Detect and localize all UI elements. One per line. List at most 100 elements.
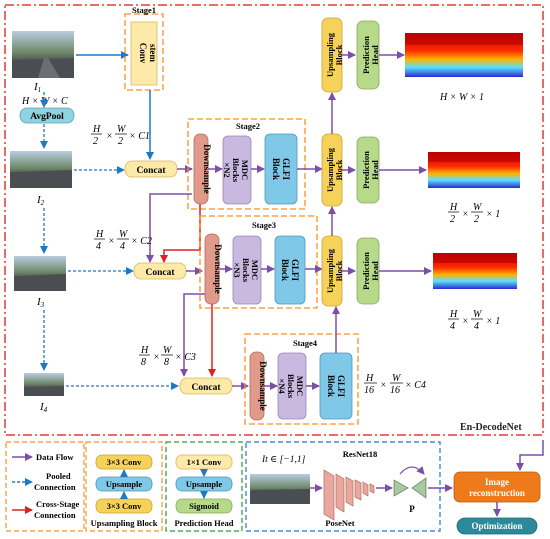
svg-text:× 1: × 1: [486, 316, 500, 327]
pose-rotation-arrow: [399, 466, 425, 475]
svg-text:W: W: [163, 345, 173, 356]
concat-stage4-label: Concat: [191, 383, 221, 393]
upsampling-block-2-label: Upsampling Block: [325, 147, 344, 192]
en-decodenet-label: En-DecodeNet: [460, 422, 522, 433]
svg-text:Head: Head: [370, 261, 380, 281]
stage3-frame: [199, 215, 318, 309]
avgpool-label: AvgPool: [30, 112, 64, 122]
label-i4: I4: [39, 401, 48, 414]
dim-quarter-c2: H 4 × W 4 × C2: [94, 229, 152, 252]
svg-text:×: ×: [462, 316, 469, 327]
svg-text:Blocks: Blocks: [241, 258, 251, 283]
svg-text:Head: Head: [370, 160, 380, 180]
conv-stem-block: [130, 21, 158, 86]
flow-depth-recon: [516, 440, 544, 471]
conv-label: Conv: [138, 43, 148, 64]
svg-text:×: ×: [380, 380, 387, 391]
svg-text:H: H: [365, 373, 374, 384]
svg-text:×: ×: [462, 209, 469, 220]
posenet-resnet: ResNet18: [343, 449, 377, 459]
head-detail-sigmoid-label: Sigmoid: [189, 501, 219, 511]
svg-text:Block: Block: [334, 159, 344, 180]
legend-data-flow: Data Flow: [36, 452, 74, 462]
svg-text:Block: Block: [326, 375, 336, 397]
mdc-stage3: [232, 235, 262, 305]
mdc-stage4-label: MDC Blocks ×N4: [277, 374, 305, 399]
svg-text:Prediction: Prediction: [361, 36, 371, 74]
svg-text:16: 16: [364, 385, 374, 396]
stage2-frame: [187, 118, 306, 210]
optimization-label: Optimization: [472, 521, 523, 531]
avgpool-block: [19, 107, 75, 124]
svg-text:Blocks: Blocks: [286, 374, 296, 399]
svg-text:W: W: [473, 309, 483, 320]
stage4-frame: [244, 333, 359, 425]
stage3-title: Stage3: [252, 220, 276, 230]
legend-pooled-1: Pooled: [46, 471, 71, 481]
svg-text:×: ×: [106, 131, 113, 142]
flow-stage3-concat4: [180, 293, 205, 377]
mdc-stage2: [222, 135, 252, 205]
svg-text:× C2: × C2: [131, 236, 152, 247]
svg-text:Block: Block: [334, 44, 344, 65]
svg-text:MDC: MDC: [240, 160, 250, 180]
svg-text:2: 2: [118, 136, 123, 147]
cross-stage-to-concat3: [160, 204, 201, 263]
mdc-stage3-label: MDC Blocks ×N3: [232, 258, 260, 283]
svg-text:2: 2: [93, 136, 98, 147]
legend-cross-2: Connection: [34, 510, 76, 520]
depth-output-1: [405, 33, 523, 77]
upsampling-block-1-label: Upsampling Block: [325, 32, 344, 77]
svg-text:16: 16: [390, 385, 400, 396]
depth-output-2: [428, 152, 520, 188]
downsample-stage2-label: Downsample: [202, 144, 212, 194]
svg-text:Block: Block: [271, 158, 281, 180]
dim-sixteenth-c4: H 16 × W 16 × C4: [364, 373, 426, 396]
svg-text:H: H: [95, 229, 104, 240]
concat-stage2-label: Concat: [136, 166, 166, 176]
input-image-i1: [12, 31, 74, 78]
svg-text:Block: Block: [280, 259, 290, 281]
head-detail-caption: Prediction Head: [174, 518, 233, 528]
posenet-range: It ∈ [−1,1]: [261, 455, 306, 465]
posenet-frame: [245, 441, 441, 532]
svg-text:H: H: [140, 345, 149, 356]
svg-text:Upsampling: Upsampling: [325, 147, 335, 192]
svg-text:Block: Block: [334, 260, 344, 281]
svg-text:Head: Head: [370, 45, 380, 65]
svg-text:W: W: [473, 202, 483, 213]
svg-text:W: W: [117, 124, 127, 135]
up-detail-caption: Upsampling Block: [91, 518, 158, 528]
svg-text:× C3: × C3: [175, 352, 196, 363]
svg-text:4: 4: [474, 321, 479, 332]
svg-text:MDC: MDC: [295, 376, 305, 396]
posenet-input-image: [250, 474, 310, 504]
up-detail-conv-a-label: 3×3 Conv: [107, 457, 143, 467]
head-detail-upsample-label: Upsample: [186, 479, 223, 489]
legend-cross-1: Cross-Stage: [36, 499, 80, 509]
svg-text:GLFI: GLFI: [290, 259, 300, 282]
concat-stage3-label: Concat: [145, 268, 175, 278]
prediction-head-3-label: Prediction Head: [361, 252, 380, 290]
flow-stage2-concat3: [146, 193, 192, 263]
input-image-i4: [24, 373, 64, 396]
en-decodenet-frame: [4, 4, 544, 436]
svg-text:MDC: MDC: [250, 260, 260, 280]
stem-label: stem: [148, 44, 158, 62]
dim-eighth-c3: H 8 × W 8 × C3: [139, 345, 196, 368]
input-image-i3: [14, 256, 66, 291]
svg-text:8: 8: [141, 357, 146, 368]
svg-text:H: H: [449, 202, 458, 213]
label-i2: I2: [36, 194, 45, 207]
svg-text:GLFI: GLFI: [336, 375, 346, 398]
upsampling-detail-frame: [85, 441, 163, 532]
svg-text:×N3: ×N3: [232, 262, 242, 277]
svg-text:Upsampling: Upsampling: [325, 32, 335, 77]
mdc-stage2-label: MDC Blocks ×N2: [222, 158, 250, 183]
optimization-block: [456, 517, 538, 535]
svg-text:×N2: ×N2: [222, 162, 232, 177]
svg-text:Prediction: Prediction: [361, 252, 371, 290]
stage2-title: Stage2: [236, 121, 260, 131]
svg-text:× C4: × C4: [405, 380, 426, 391]
svg-text:2: 2: [450, 214, 455, 225]
